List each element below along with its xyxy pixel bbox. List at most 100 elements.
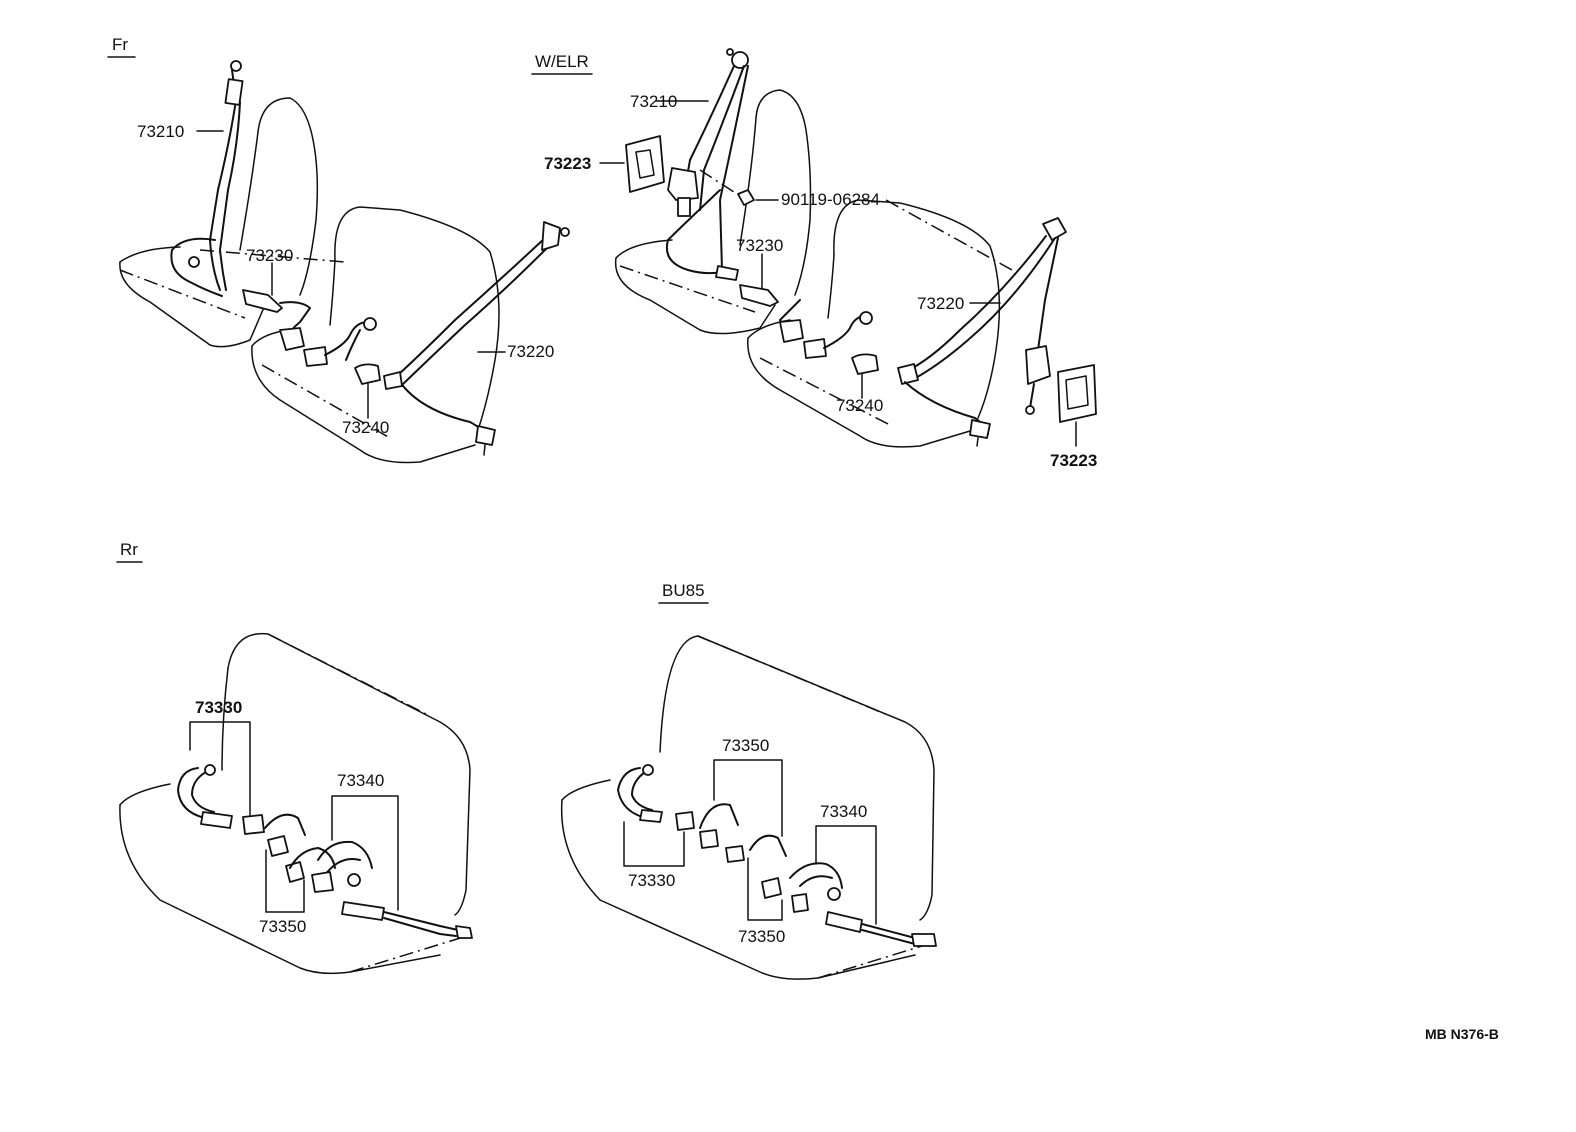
rear-73330-latch xyxy=(242,814,265,835)
bu85-seatback xyxy=(659,635,935,921)
outer-belt-upper-b xyxy=(401,244,551,386)
rear-seatback xyxy=(227,632,471,916)
bu85-73350-belt-a xyxy=(699,803,739,829)
elr-outer-retractor-bolt xyxy=(1025,405,1035,415)
section-label-front: Fr xyxy=(112,35,128,54)
elr-cover-73223-right xyxy=(1057,364,1097,423)
label-elr-73223-b: 73223 xyxy=(1050,451,1097,470)
rear-outer-lap-belt xyxy=(383,911,459,931)
rear-73340-belt-a xyxy=(317,840,373,869)
rear-73330-buckle xyxy=(200,811,233,829)
front-upper-anchor xyxy=(230,60,242,72)
bu85-73350-belt-b xyxy=(749,834,787,857)
elr-outer-belt-down xyxy=(1037,237,1059,351)
bench-seatback xyxy=(334,206,500,431)
bu85-seat-cushion-top xyxy=(561,779,611,801)
section-label-rear: Rr xyxy=(120,540,138,559)
elr-bench-seatback xyxy=(833,199,1001,419)
rear-73350-latch-a xyxy=(267,835,289,857)
elr-front-seatback xyxy=(755,89,812,296)
elr-bolt xyxy=(737,189,755,206)
elr-outer-retractor xyxy=(1025,345,1051,385)
rear-73350-belt-a xyxy=(264,813,306,836)
bu85-73350-bracket-top xyxy=(713,759,783,837)
rear-seatback-left xyxy=(221,667,229,771)
front-center-belt-a xyxy=(324,321,369,356)
rear-73350-latch-b xyxy=(285,861,305,883)
front-shoulder-belt-inner xyxy=(219,101,241,291)
label-elr-bolt: 90119-06284 xyxy=(781,190,880,209)
elr-cover-left-inner xyxy=(635,149,655,179)
bu85-73350-bracket-bottom xyxy=(747,857,783,921)
label-elr-73240: 73240 xyxy=(836,396,883,415)
elr-bolt-dashed-leader xyxy=(699,169,741,197)
elr-upper-anchor xyxy=(731,51,749,69)
label-fr-73220: 73220 xyxy=(507,342,554,361)
bu85-seat-front-dash xyxy=(817,941,936,979)
front-lap-belt-loop xyxy=(170,237,223,297)
bu85-73350-latch-c xyxy=(761,877,782,899)
rear-seat-group: Rr 73330 73350 73340 xyxy=(116,540,473,975)
label-rr-73330: 73330 xyxy=(195,698,242,717)
rear-seat-cushion xyxy=(119,804,441,975)
drawing-code: MB N376-B xyxy=(1425,1026,1499,1042)
rear-outer-lap-belt-b xyxy=(383,917,457,937)
bu85-73350-latch-d xyxy=(791,893,809,913)
elr-shoulder-belt-b xyxy=(699,65,745,211)
elr-outer-retractor-stem xyxy=(1029,383,1035,409)
rear-seat-front-dash xyxy=(349,934,471,973)
rear-outer-buckle xyxy=(341,901,385,921)
elr-outer-belt-b xyxy=(911,237,1056,381)
rear-73350-bracket xyxy=(265,849,305,913)
front-elr-group: W/ELR 73210 73223 90119-06284 xyxy=(531,48,1097,470)
front-seat-cushion xyxy=(119,261,266,348)
bu85-73350-latch-a xyxy=(699,829,719,849)
rear-73340-anchor xyxy=(347,873,361,887)
elr-bench-seatback-side xyxy=(827,254,835,319)
rear-73340-bracket xyxy=(331,795,399,911)
outer-belt-anchor-bolt xyxy=(560,227,570,237)
elr-center-anchor xyxy=(859,311,873,325)
front-retractor-bolt xyxy=(188,256,200,268)
section-label-front-elr: W/ELR xyxy=(535,52,589,71)
rear-outer-anchor xyxy=(455,925,473,939)
front-buckle-latch-a xyxy=(279,327,305,351)
elr-bench-cushion xyxy=(747,337,981,448)
elr-lap-belt-loop xyxy=(666,189,723,275)
label-fr-73240: 73240 xyxy=(342,418,389,437)
label-elr-73230: 73230 xyxy=(736,236,783,255)
front-belt-guide xyxy=(224,78,244,106)
front-buckle-73240 xyxy=(354,363,381,385)
front-seat-group: Fr 73210 73230 xyxy=(107,35,570,464)
rear-73330-belt-inner xyxy=(191,769,215,813)
elr-outer-upper-anchor xyxy=(1042,217,1067,241)
front-seat-hidden-edge xyxy=(119,269,246,319)
outer-belt-upper-a xyxy=(397,237,546,376)
front-buckle-latch-b xyxy=(303,346,328,367)
bench-seat-cushion xyxy=(251,345,476,464)
elr-front-seat-hidden-edge xyxy=(619,265,756,313)
label-rr-73350: 73350 xyxy=(259,917,306,936)
bu85-73330-latch xyxy=(675,811,695,831)
elr-front-seatback-side xyxy=(739,117,757,246)
elr-buckle-73230 xyxy=(739,284,779,307)
front-center-belt-b xyxy=(345,329,361,361)
rear-73330-anchor xyxy=(204,764,216,776)
bu85-73330-belt xyxy=(617,767,647,819)
label-elr-73210: 73210 xyxy=(630,92,677,111)
rear-73350-belt-b xyxy=(289,847,336,869)
label-bu-73350-top: 73350 xyxy=(722,736,769,755)
elr-outer-tongue xyxy=(897,363,919,385)
elr-shoulder-belt-c xyxy=(719,65,749,271)
outer-lap-bolt xyxy=(483,444,486,456)
bu85-73330-anchor xyxy=(642,764,654,776)
rear-73340-latch xyxy=(311,871,334,893)
bu85-73340-belt-a xyxy=(789,862,843,889)
outer-lap-anchor xyxy=(475,425,496,446)
front-buckle-73230 xyxy=(242,289,283,313)
bu85-seatback-top-dash xyxy=(697,635,891,717)
rear-bu85-group: BU85 73330 73350 73350 73340 xyxy=(560,581,937,980)
rear-seat-cushion-top xyxy=(119,783,171,806)
